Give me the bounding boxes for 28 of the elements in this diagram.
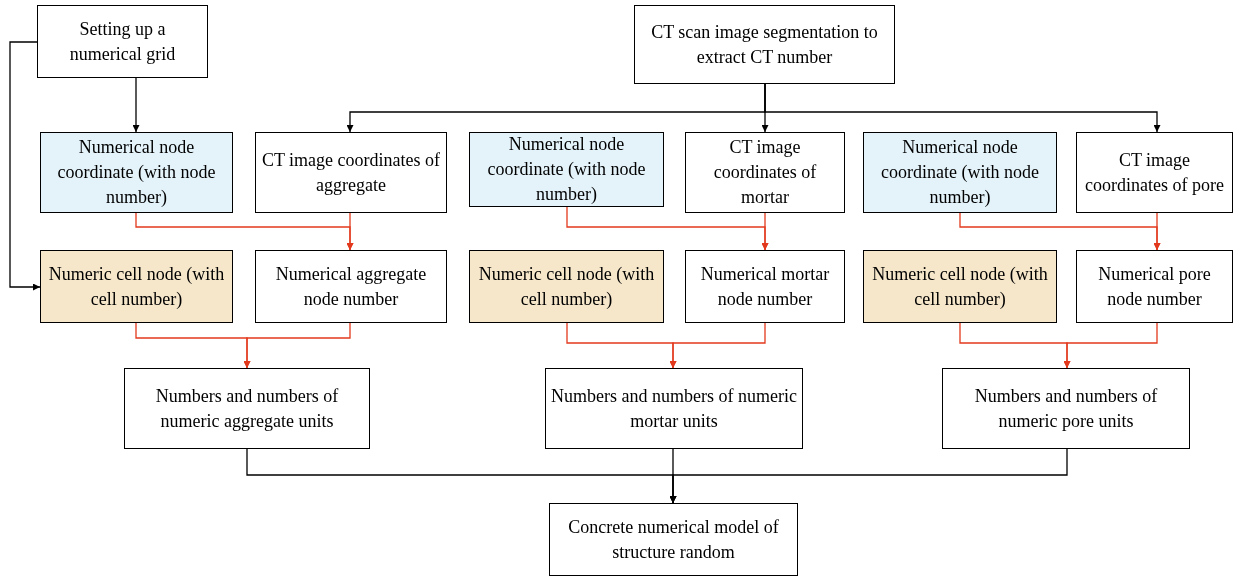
arrow	[669, 322, 766, 369]
process-box: Numeric cell node (with cell number)	[40, 250, 233, 323]
process-box: Numeric cell node (with cell number)	[863, 250, 1057, 323]
arrow	[761, 212, 769, 251]
process-box: Numerical node coordinate (with node number)	[863, 132, 1057, 213]
process-box: Numerical node coordinate (with node number)	[469, 132, 664, 207]
process-box: Numbers and numbers of numeric pore units	[942, 368, 1190, 449]
arrow	[1153, 212, 1161, 251]
arrow	[9, 41, 41, 291]
process-box: CT scan image segmentation to extract CT number	[634, 5, 895, 84]
process-box: Numerical aggregate node number	[255, 250, 447, 323]
process-box: CT image coordinates of aggregate	[255, 132, 447, 213]
arrow	[346, 212, 354, 251]
arrow	[764, 83, 1161, 133]
arrow	[243, 322, 351, 369]
arrow	[132, 77, 140, 133]
process-box: CT image coordinates of mortar	[685, 132, 845, 213]
arrow	[669, 448, 1068, 504]
process-box: Numbers and numbers of numeric mortar units	[545, 368, 803, 449]
process-box: Numbers and numbers of numeric aggregate units	[124, 368, 370, 449]
process-box: Numeric cell node (with cell number)	[469, 250, 664, 323]
arrow	[1063, 322, 1158, 369]
process-box: Setting up a numerical grid	[37, 5, 208, 78]
process-box: CT image coordinates of pore	[1076, 132, 1233, 213]
process-box: Concrete numerical model of structure random	[549, 503, 798, 576]
process-box: Numerical pore node number	[1076, 250, 1233, 323]
process-box: Numerical node coordinate (with node number)	[40, 132, 233, 213]
process-box: Numerical mortar node number	[685, 250, 845, 323]
